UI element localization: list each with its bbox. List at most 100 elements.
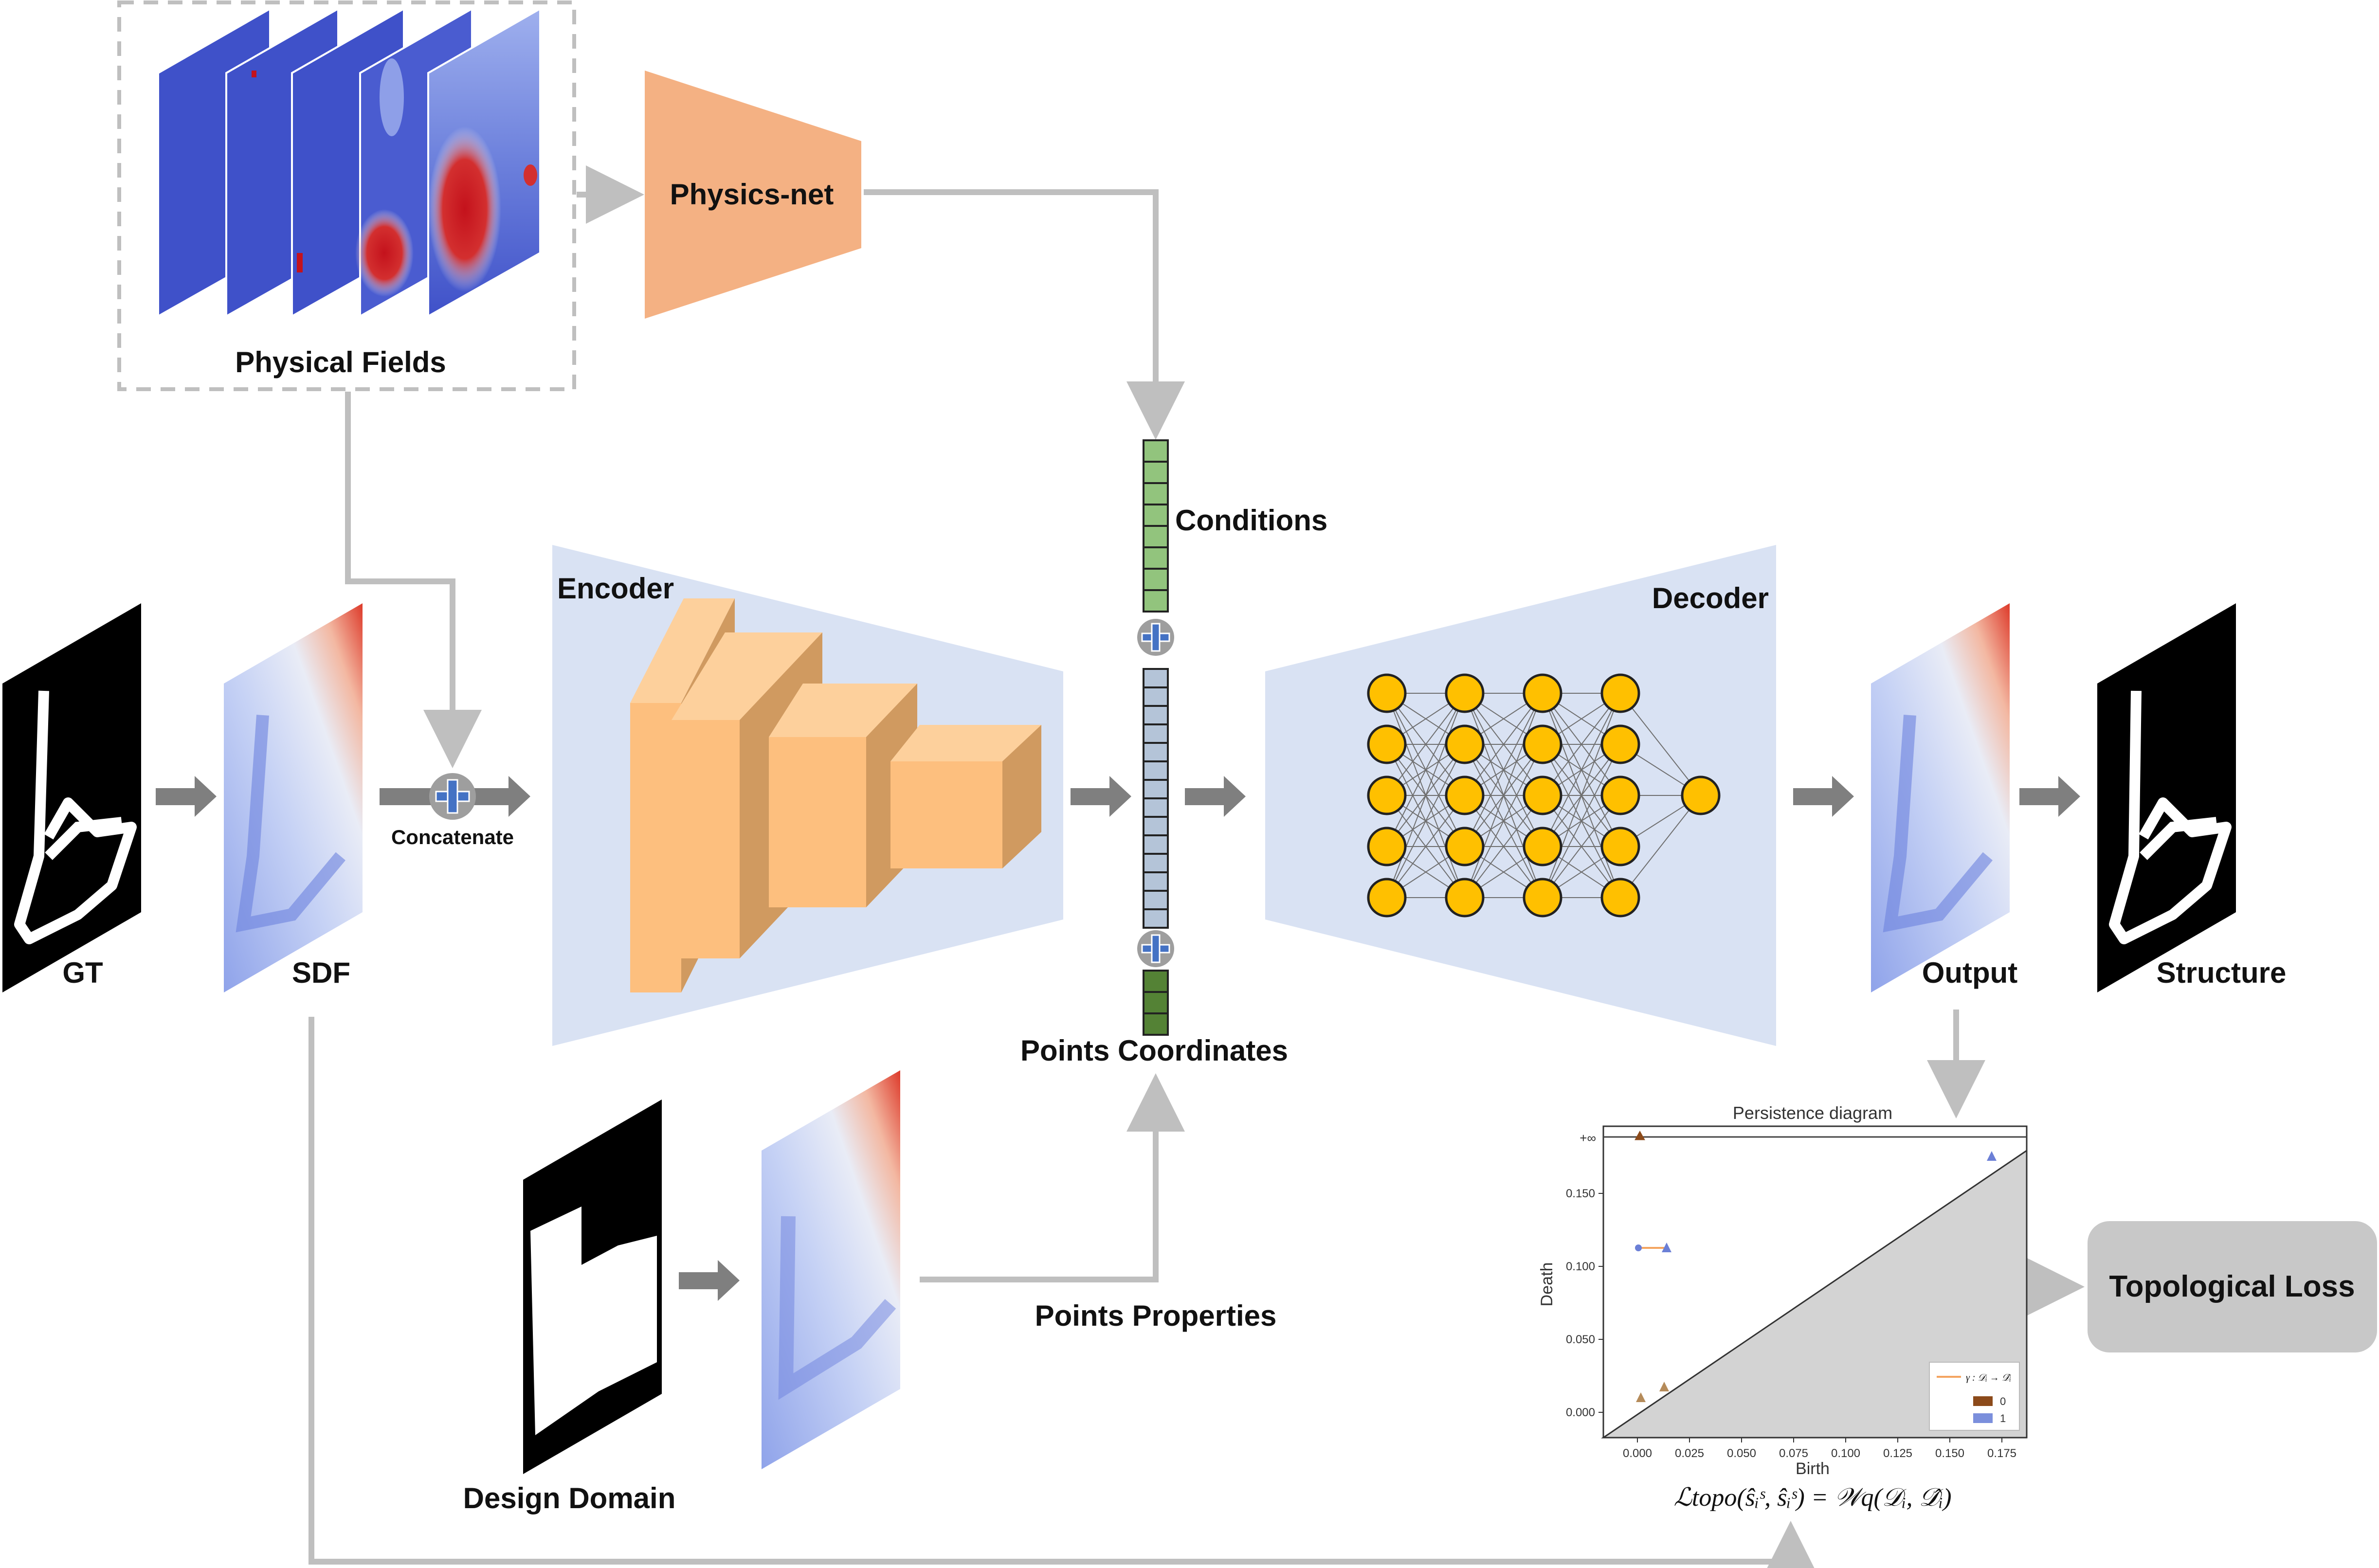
field-slice-2-spot [252,71,256,77]
nn-node [1600,827,1640,866]
field-slice-3-spot [297,253,303,272]
points-cell [1143,1012,1169,1036]
decoder-label: Decoder [1652,582,1769,614]
latent-cell [1143,742,1169,762]
persistence-title: Persistence diagram [1733,1103,1892,1123]
sdf-panel: SDF [224,603,363,992]
conditions-cell [1143,482,1169,505]
plus-node-top [1137,619,1174,656]
pd-x-tick-label: 0.025 [1675,1447,1704,1460]
nn-edge [1386,795,1465,898]
nn-edge [1542,693,1621,847]
physics-net-trapezoid [645,71,861,319]
nn-node [1523,827,1562,866]
legend-arrow-label: γ : 𝒟ᵢ → 𝒟̂ᵢ [1966,1372,2012,1383]
pd-y-tick-label: 0.100 [1566,1260,1595,1273]
latent-cell [1143,686,1169,707]
persistence-inf-label: +∞ [1580,1131,1596,1145]
conditions-cell [1143,546,1169,570]
conditions-label: Conditions [1175,504,1327,537]
persistence-ylabel: Death [1538,1262,1556,1307]
nn-node [1367,878,1407,918]
arrow-latent-decoder [1185,776,1246,817]
persistence-legend: γ : 𝒟ᵢ → 𝒟̂ᵢ 0 1 [1929,1362,2020,1431]
latent-cell [1143,705,1169,725]
topological-loss-label: Topological Loss [2109,1270,2355,1303]
nn-node [1523,775,1562,815]
block-arrows [156,776,2080,1301]
pd-x-tick-label: 0.050 [1727,1447,1756,1460]
points-coordinates-label: Points Coordinates [1020,1034,1288,1067]
output-label: Output [1922,956,2018,989]
nn-node [1523,878,1562,918]
nn-node [1445,724,1485,764]
nn-edge [1620,693,1701,796]
nn-node [1445,775,1485,815]
latent-vector [1143,668,1169,929]
conditions-cell [1143,589,1169,613]
plus-node-bottom [1137,930,1174,967]
concatenate-node: Concatenate [391,773,514,848]
pd-point-dim0-inf [1634,1130,1645,1140]
nn-edge [1386,693,1465,796]
nn-node [1445,673,1485,713]
sdf-label: SDF [292,956,350,989]
latent-cell [1143,908,1169,929]
pd-point-dim0-a [1636,1392,1646,1402]
design-domain-panel: Design Domain [463,1099,676,1514]
arrow-output-structure [2019,776,2080,817]
encoder-label: Encoder [557,572,674,605]
pd-y-tick-label: 0.000 [1566,1406,1595,1419]
sdf-to-loss-line [309,1017,1820,1568]
points-coordinates-vector: Points Coordinates [1020,970,1288,1067]
nn-edge [1386,693,1465,898]
physical-fields-group: Physical Fields [117,0,576,391]
gt-panel: GT [2,603,141,992]
persistence-diagonal-region [1601,1149,2028,1439]
physicsnet-to-conditions-line [864,189,1185,440]
pd-x-tick-label: 0.075 [1779,1447,1808,1460]
pd-point-dim1-a [1635,1244,1642,1251]
nn-node [1445,878,1485,918]
field-slice-5-spot [524,164,537,186]
conditions-cell [1143,504,1169,527]
nn-edge [1464,693,1543,847]
pd-x-tick-label: 0.150 [1935,1447,1964,1460]
design-domain-label: Design Domain [463,1482,676,1514]
encoder-layer-4 [890,725,1041,868]
persistence-diagram: Persistence diagram +∞ 0.000 0.025 0.050 0.… [1538,1103,2028,1512]
nn-node [1600,775,1640,815]
nn-edge [1464,693,1543,796]
legend-dim0-label: 0 [2000,1395,2006,1407]
structure-label: Structure [2157,956,2287,989]
structure-shape [2109,690,2232,944]
pd-x-tick-label: 0.100 [1831,1447,1860,1460]
sdf-image [224,603,363,992]
nn-edge [1386,693,1465,847]
fields-to-concat-line [345,392,482,768]
decoder-block: Decoder [1265,545,1776,1046]
points-properties-label: Points Properties [1035,1299,1277,1332]
arrow-gt-sdf [156,776,217,817]
latent-cell [1143,853,1169,873]
design-domain-shape [530,1207,657,1435]
points-cell [1143,991,1169,1014]
physics-net-block: Physics-net [645,71,861,319]
nn-edge [1542,693,1621,898]
conditions-cell [1143,461,1169,484]
pd-point-dim1-c [1987,1151,1997,1161]
nn-edge [1386,744,1465,898]
topological-loss-box: Topological Loss [2088,1221,2377,1352]
nn-edge [1620,795,1701,898]
nn-node [1600,878,1640,918]
nn-output-node [1681,775,1721,815]
properties-to-coordinates-line [920,1073,1185,1282]
nn-edge [1542,795,1621,898]
pd-x-tick-label: 0.000 [1623,1447,1652,1460]
latent-cell [1143,797,1169,818]
conditions-cell [1143,525,1169,548]
physics-net-label: Physics-net [670,178,834,211]
latent-cell [1143,890,1169,910]
conditions-cell [1143,568,1169,591]
